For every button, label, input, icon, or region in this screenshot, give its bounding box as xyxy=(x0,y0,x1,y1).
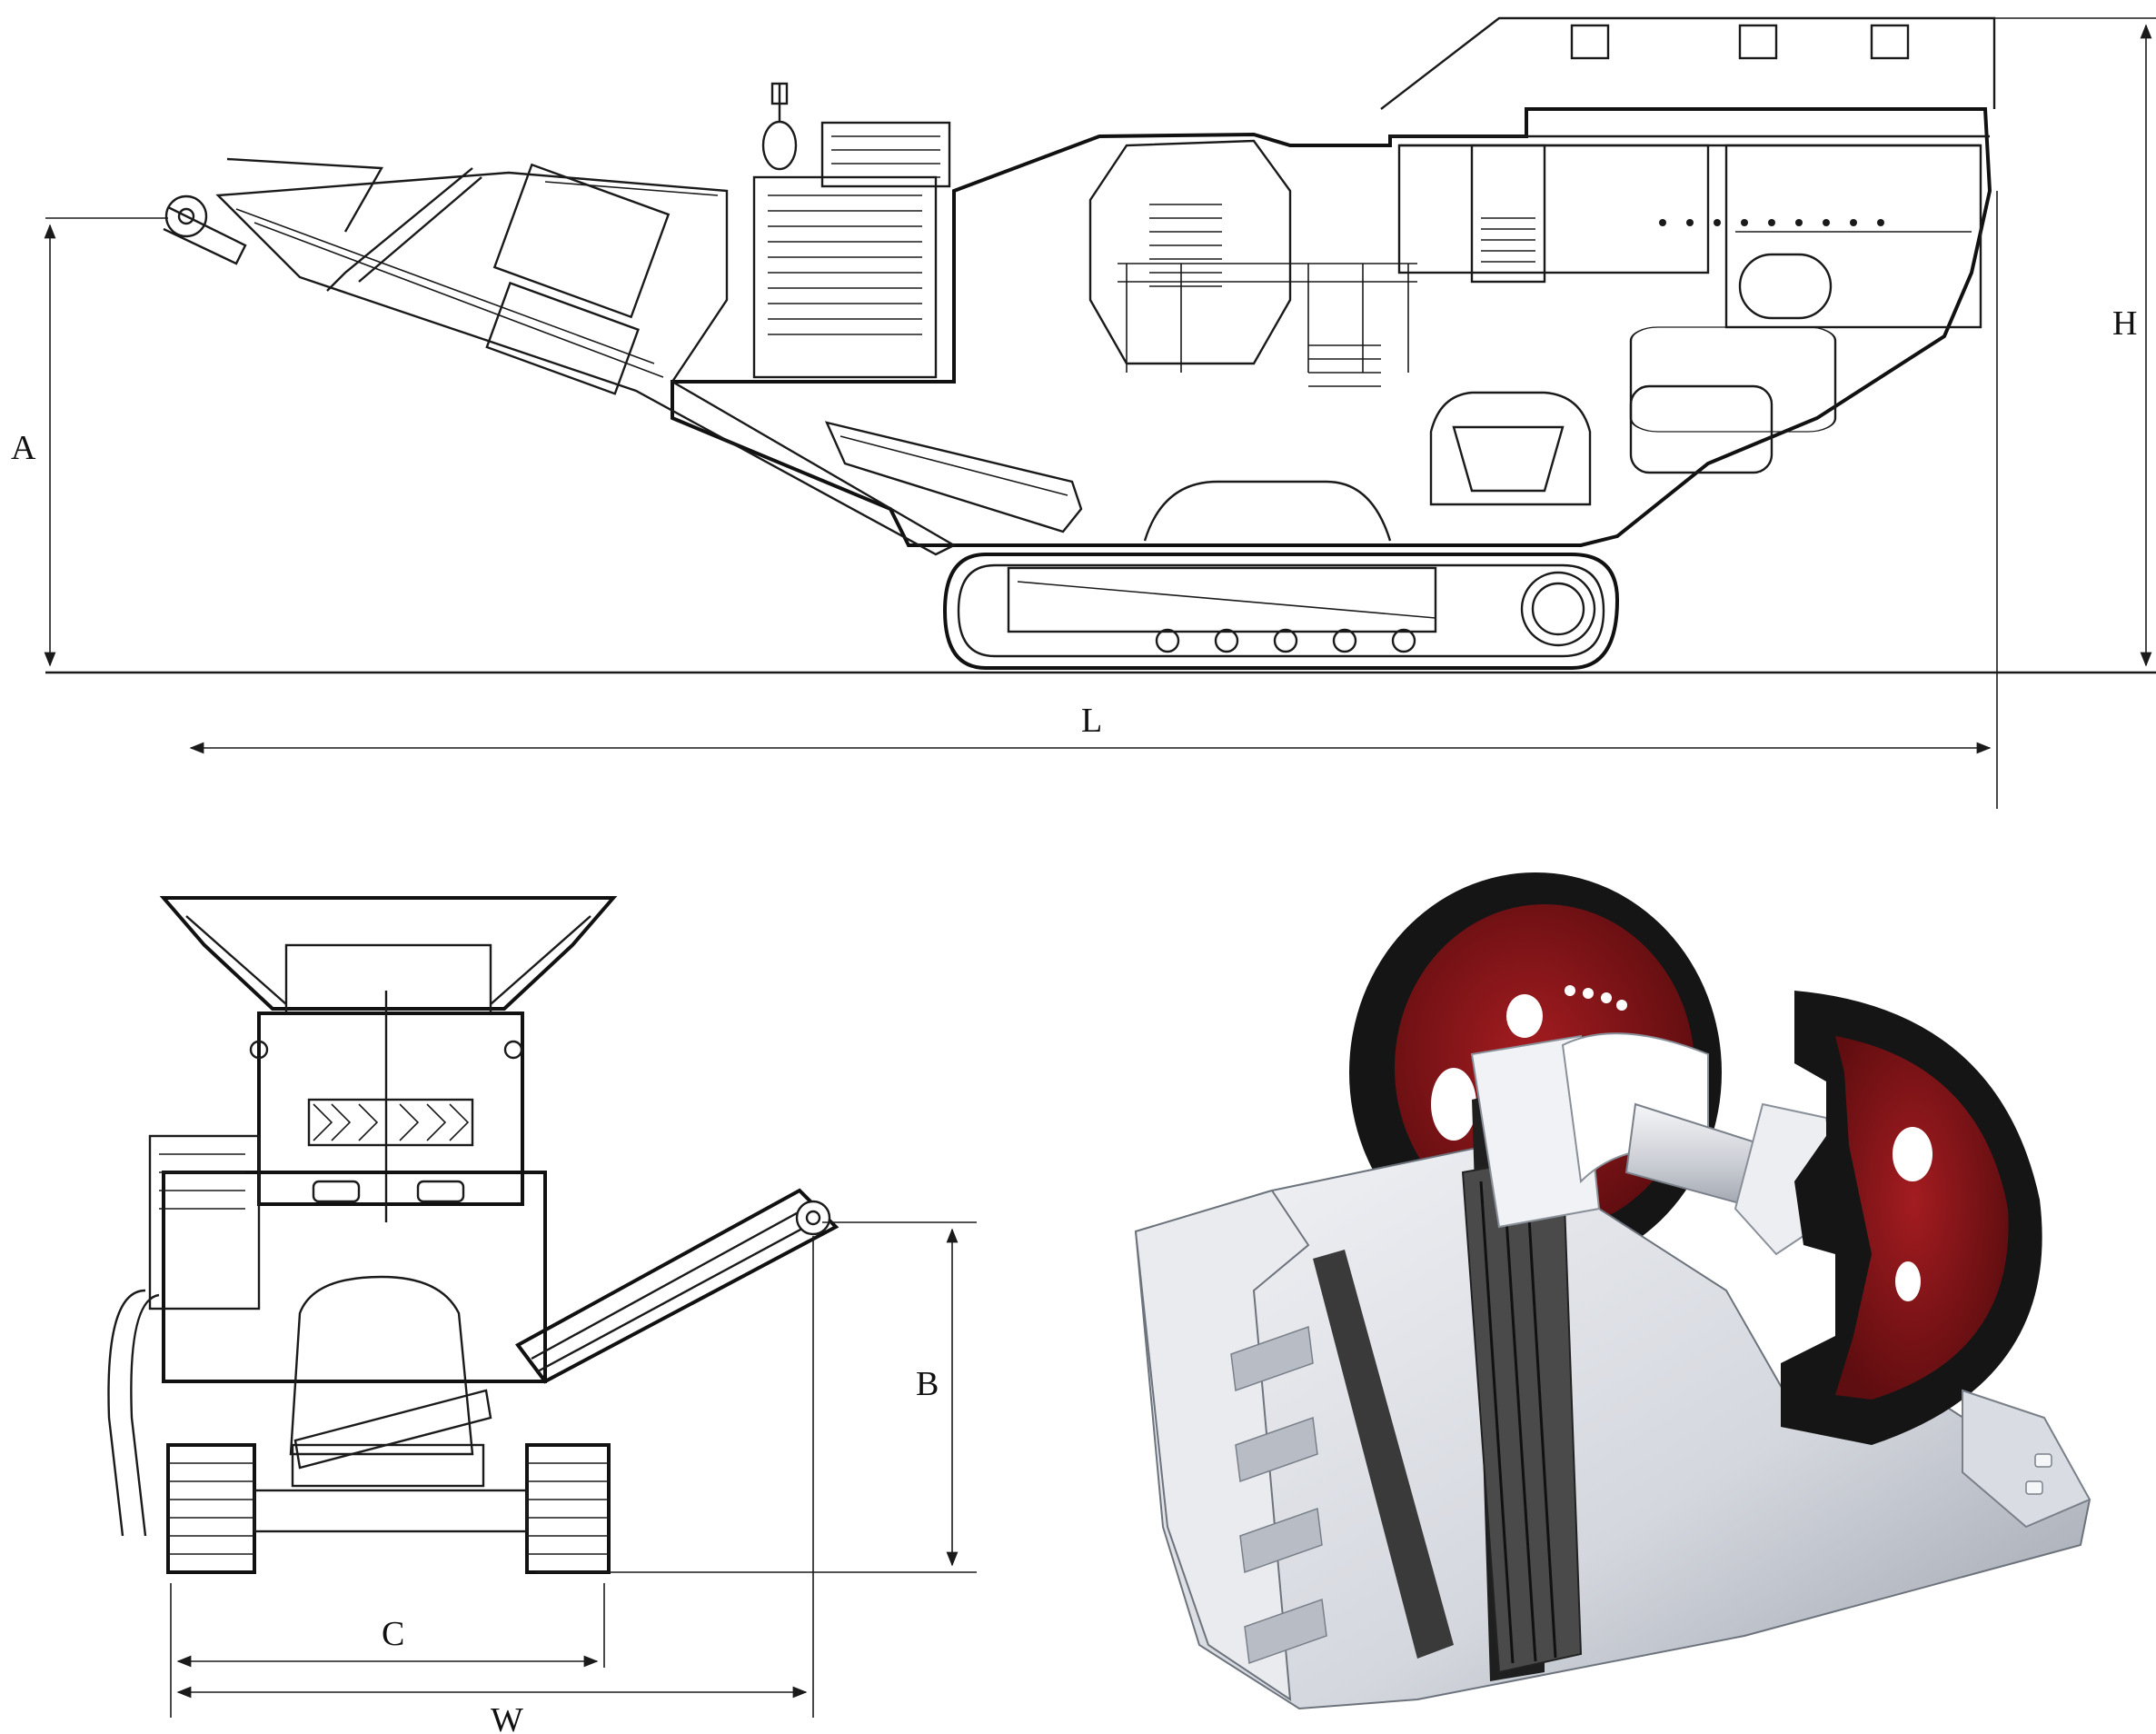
chassis-outline xyxy=(671,107,1992,547)
conveyor-hood xyxy=(492,163,671,319)
fines-conveyor xyxy=(824,421,1083,533)
hopper-bracket xyxy=(1870,24,1910,60)
radiator-grille xyxy=(768,194,922,335)
main-conveyor xyxy=(215,171,957,556)
dimension-label-L: L xyxy=(1081,702,1102,740)
side-window xyxy=(1629,326,1837,433)
dimension-label-B: B xyxy=(916,1365,939,1403)
hopper-bracket xyxy=(1738,24,1778,60)
fixed-jaw-plate xyxy=(1313,1250,1454,1659)
dimension-label-W: W xyxy=(491,1701,523,1734)
top-grille xyxy=(820,121,951,188)
rear-hopper xyxy=(159,896,618,1011)
exhaust-cap xyxy=(761,120,798,171)
rear-feeder-box xyxy=(257,1012,524,1206)
hopper-bracket xyxy=(1570,24,1610,60)
conveyor-head-pulley xyxy=(163,157,384,265)
dimension-label-C: C xyxy=(382,1615,404,1653)
drive-sprocket xyxy=(1520,571,1596,647)
dimension-B: B xyxy=(536,1221,977,1573)
hopper xyxy=(1380,16,1996,110)
inspection-port xyxy=(1738,253,1833,320)
dimension-L: L xyxy=(189,702,1992,754)
conveyor-hood-lower xyxy=(485,281,640,395)
dimension-H: H xyxy=(1994,17,2156,809)
rear-left-panel xyxy=(148,1134,261,1310)
crusher-side-plate xyxy=(1134,1189,1310,1701)
jaw-crusher-render xyxy=(1134,872,2091,1710)
screen-box xyxy=(1724,144,1982,329)
dimension-label-H: H xyxy=(2112,304,2137,343)
rear-left-track xyxy=(166,1443,256,1574)
front-flywheel xyxy=(1781,991,2042,1445)
dimension-C: C xyxy=(170,1583,605,1718)
dimension-A: A xyxy=(11,217,168,667)
crusher-vent xyxy=(1149,204,1222,287)
crusher-housing xyxy=(1088,139,1292,365)
side-cutout xyxy=(1629,384,1773,474)
dimension-W: W xyxy=(176,1236,814,1734)
spring-housing xyxy=(1470,144,1546,284)
crawler-track xyxy=(942,480,1620,670)
rear-arch-opening xyxy=(289,1275,474,1456)
engine-box xyxy=(752,175,938,379)
feeder-box xyxy=(1397,144,1710,274)
crusher-discharge xyxy=(1429,391,1592,506)
side-conveyor-pulley xyxy=(795,1200,831,1236)
rear-view: B C W xyxy=(107,896,977,1734)
walkway-rail xyxy=(1118,263,1417,373)
side-view: A H L xyxy=(11,16,2156,809)
rear-springs xyxy=(313,1103,470,1141)
rear-right-track xyxy=(525,1443,611,1574)
side-conveyor xyxy=(515,1188,840,1384)
dimension-label-A: A xyxy=(11,429,36,467)
